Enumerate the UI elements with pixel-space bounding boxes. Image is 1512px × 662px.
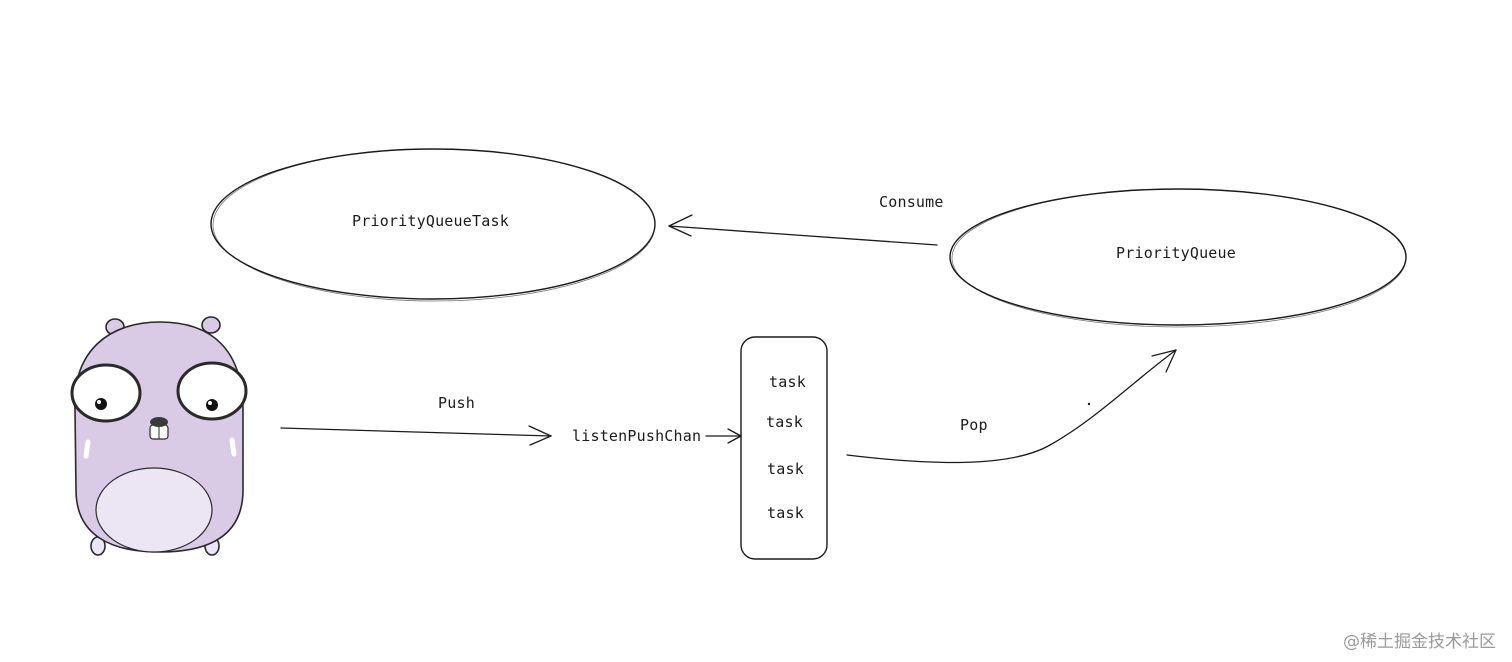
listen-push-chan-label: listenPushChan [572,427,702,445]
consume-arrow [668,214,938,246]
queue-item: task [767,504,804,522]
push-label: Push [438,394,475,412]
pop-label: Pop [960,416,988,434]
pop-arrow [846,349,1177,464]
queue-item: task [766,413,803,431]
priority-queue-task-node [210,148,656,302]
watermark: @稀土掘金技术社区 [1343,632,1496,652]
priority-queue-task-label: PriorityQueueTask [352,212,509,230]
push-arrow [280,425,552,446]
consume-label: Consume [879,193,944,211]
stray-dot [1087,402,1091,406]
chan-to-queue-arrow [705,428,742,444]
task-queue-box [740,336,828,560]
queue-item: task [769,373,806,391]
priority-queue-node [949,188,1407,328]
gopher-mascot-icon [70,316,248,556]
priority-queue-label: PriorityQueue [1116,244,1236,262]
queue-item: task [767,460,804,478]
